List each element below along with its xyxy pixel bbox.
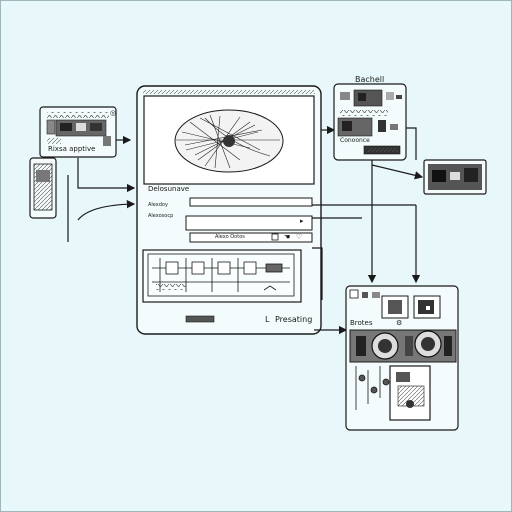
bottom-right-window — [345, 285, 459, 431]
gear-icon: ⚙ — [396, 319, 403, 327]
main-section-label: Delosunave — [148, 185, 190, 193]
arrow-icon: ▸ — [300, 217, 304, 225]
left-panel-caption: Rixsa apptive — [48, 145, 96, 153]
top-right-window — [333, 83, 407, 161]
status-marker: L — [265, 315, 270, 324]
arrow-left-to-main-mid — [77, 158, 136, 193]
arrow-to-dark-panel — [371, 164, 424, 180]
bottom-right-window-label: Brotes — [350, 319, 373, 327]
main-field-label-2: Alexosocp — [148, 213, 174, 219]
radar-icon: ◎ — [110, 109, 117, 117]
main-field-label-1: Alexdoy — [148, 202, 168, 208]
main-window — [136, 85, 322, 335]
top-right-window-title: Bachell — [355, 75, 385, 84]
top-right-window-caption: Conoonce — [340, 137, 370, 144]
connector-top-right-side — [406, 127, 417, 160]
hand-icon: ☚ — [284, 233, 291, 241]
dark-panel — [423, 159, 487, 195]
arrow-left-to-main-low — [77, 199, 136, 221]
phone-icon — [29, 157, 57, 219]
connector-main-lower — [312, 247, 323, 300]
main-row-label: Alexo Ootos — [215, 234, 245, 240]
status-label: Presating — [275, 315, 313, 324]
left-panel — [39, 106, 117, 158]
heart-icon: ♡ — [296, 233, 303, 241]
